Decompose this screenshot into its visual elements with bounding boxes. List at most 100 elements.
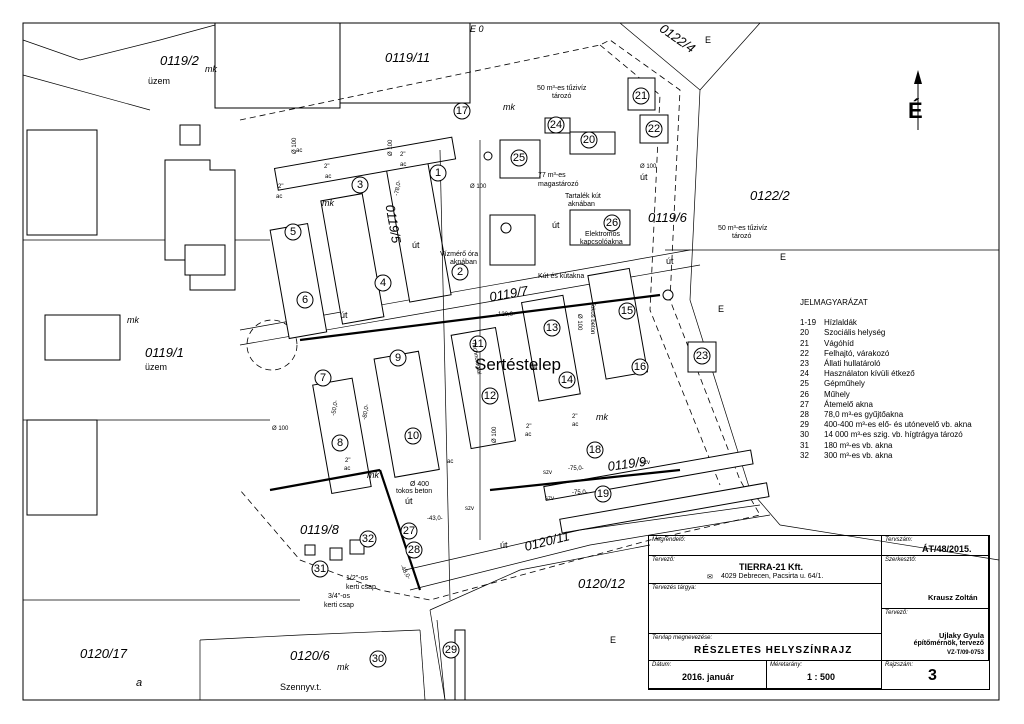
svg-text:ac: ac: [296, 148, 302, 154]
svg-text:0120/6: 0120/6: [290, 648, 331, 663]
svg-text:-80,0-: -80,0-: [362, 404, 371, 420]
svg-text:E 0: E 0: [470, 24, 484, 34]
svg-text:1: 1: [435, 167, 441, 179]
legend-key: 31: [800, 440, 809, 450]
building-15-marker: 15: [618, 302, 636, 320]
svg-text:aknában: aknában: [568, 201, 595, 208]
svg-text:12: 12: [484, 390, 496, 402]
svg-text:Ø 100: Ø 100: [272, 426, 289, 432]
svg-text:út: út: [412, 240, 420, 250]
building-26-marker: 26: [603, 214, 621, 232]
building-22-marker: 22: [645, 120, 663, 138]
svg-text:16: 16: [634, 361, 646, 373]
svg-text:0120/12: 0120/12: [578, 576, 626, 591]
svg-text:0119/11: 0119/11: [385, 50, 430, 65]
svg-text:Ø 400: Ø 400: [410, 481, 429, 488]
svg-text:Ø 100: Ø 100: [492, 426, 498, 443]
building-14-marker: 14: [558, 371, 576, 389]
site-name: Sertéstelep: [475, 355, 561, 374]
legend-key: 26: [800, 389, 809, 399]
svg-text:út: út: [500, 540, 508, 550]
svg-text:1/2"-os: 1/2"-os: [346, 575, 368, 582]
svg-text:28: 28: [408, 544, 420, 556]
sheet-caption: Tervlap megnevezése:: [652, 635, 713, 641]
svg-text:E: E: [718, 304, 724, 314]
svg-text:szv: szv: [641, 460, 650, 466]
building-9-marker: 9: [389, 349, 407, 367]
legend-text: Műhely: [824, 389, 850, 399]
svg-text:26: 26: [606, 217, 618, 229]
svg-text:23: 23: [696, 350, 708, 362]
svg-text:aknában: aknában: [450, 259, 477, 266]
svg-text:Tokos beton: Tokos beton: [589, 302, 595, 334]
svg-text:mk: mk: [337, 662, 349, 672]
svg-text:2": 2": [345, 458, 350, 464]
svg-text:Ø 100: Ø 100: [388, 139, 394, 156]
svg-text:Ø 100: Ø 100: [470, 184, 487, 190]
legend-key: 28: [800, 410, 809, 420]
svg-text:út: út: [340, 310, 348, 320]
building-12-marker: 12: [481, 387, 499, 405]
legend-key: 32: [800, 450, 809, 460]
legend-key: 22: [800, 348, 809, 358]
svg-text:20: 20: [583, 134, 595, 146]
building-2-marker: 2: [451, 263, 469, 281]
svg-text:7: 7: [320, 372, 326, 384]
svg-text:kerti csap: kerti csap: [346, 584, 376, 591]
svg-text:ac: ac: [344, 466, 350, 472]
scale-caption: Méretarány:: [770, 662, 803, 668]
sheet-title: RÉSZLETES HELYSZÍNRAJZ: [694, 645, 853, 656]
parcel-boundaries: [22, 22, 1000, 701]
date-caption: Dátum:: [652, 662, 672, 668]
svg-text:tokos beton: tokos beton: [396, 488, 432, 495]
svg-text:Ø 100: Ø 100: [640, 164, 657, 170]
legend-key: 29: [800, 420, 809, 430]
legend-item: 26 Műhely: [800, 390, 1000, 400]
date-cell: Dátum: 2016. január: [649, 661, 767, 689]
svg-text:-43,0-: -43,0-: [427, 516, 443, 522]
svg-text:2": 2": [572, 414, 577, 420]
drawing-num-cell: Rajzszám: 3: [882, 661, 989, 689]
site-boundary: [239, 39, 761, 601]
editor-caption: Szerkesztő:: [885, 557, 917, 563]
svg-text:14: 14: [561, 374, 573, 386]
svg-text:Kút és kútakna: Kút és kútakna: [538, 273, 584, 280]
drawing-no-cell: Tervszám: ÁT/48/2015.: [882, 536, 989, 556]
barn-3: [320, 193, 385, 325]
building-18-marker: 18: [586, 441, 604, 459]
svg-text:út: út: [552, 220, 560, 230]
legend-text: Használaton kívüli étkező: [824, 369, 915, 379]
svg-text:0120/11: 0120/11: [523, 528, 571, 554]
svg-text:0119/2: 0119/2: [160, 53, 200, 68]
svg-text:4: 4: [380, 277, 386, 289]
legend-text: 300 m³-es vb. akna: [824, 450, 893, 460]
svg-text:50 m³-es tűzivíz: 50 m³-es tűzivíz: [537, 85, 587, 92]
svg-text:ac: ac: [447, 459, 453, 465]
svg-text:ac: ac: [572, 422, 578, 428]
svg-text:-75,0-: -75,0-: [568, 466, 584, 472]
svg-text:19: 19: [597, 488, 609, 500]
barn-18: [543, 449, 754, 501]
legend-text: Felhajtó, várakozó: [824, 348, 890, 358]
north-arrow-icon: É: [908, 70, 923, 130]
title-block: Megrendelő: Tervszám: ÁT/48/2015. Tervez…: [648, 535, 990, 690]
svg-text:15: 15: [621, 305, 633, 317]
legend-text: Hízlaldák: [824, 318, 857, 328]
legend-key: 27: [800, 399, 809, 409]
svg-text:-75,0-: -75,0-: [572, 490, 588, 496]
neighbour-buildings: [26, 22, 471, 701]
svg-text:3: 3: [357, 179, 363, 191]
legend-key: 21: [800, 338, 809, 348]
svg-text:31: 31: [314, 563, 326, 575]
svg-text:mk: mk: [503, 102, 515, 112]
svg-text:tározó: tározó: [732, 233, 752, 240]
svg-text:magastározó: magastározó: [538, 181, 579, 188]
svg-text:0119/1: 0119/1: [145, 345, 184, 360]
barn-17: [273, 136, 457, 191]
legend-title: JELMAGYARÁZAT: [800, 298, 868, 307]
